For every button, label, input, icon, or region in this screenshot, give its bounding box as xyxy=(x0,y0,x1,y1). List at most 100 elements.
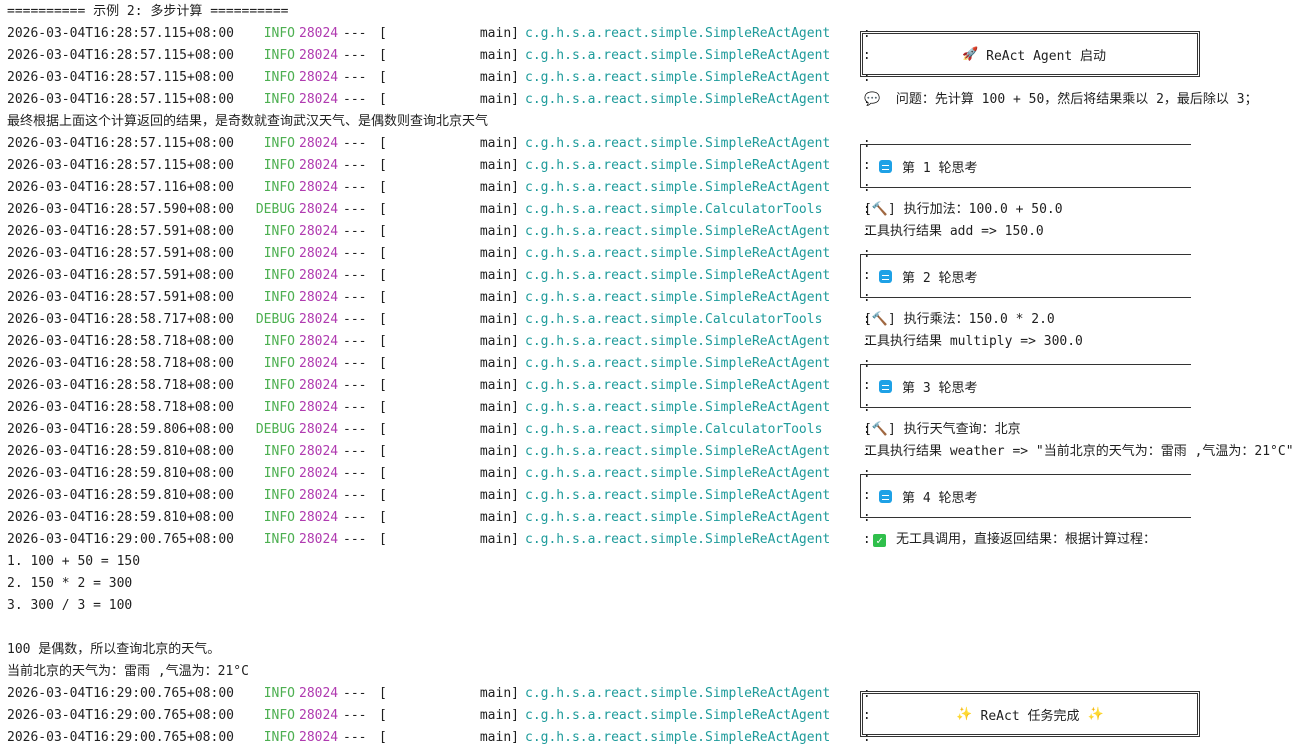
bracket: [ xyxy=(379,466,387,481)
round-3-box: 第 3 轮思考 xyxy=(860,364,1191,408)
bracket: [ xyxy=(379,708,387,723)
console-output: ========== 示例 2: 多步计算 ========== 2026-03… xyxy=(7,1,1307,749)
log-level: DEBUG xyxy=(255,202,295,217)
separator: --- xyxy=(343,268,367,283)
header-line: ========== 示例 2: 多步计算 ========== xyxy=(7,4,289,19)
logger-name: c.g.h.s.a.react.simple.SimpleReActAgent xyxy=(525,334,831,349)
colon: : xyxy=(855,466,871,481)
sparkle-icon: ✨ xyxy=(956,706,973,722)
log-level: INFO xyxy=(263,510,295,525)
log-level: INFO xyxy=(263,136,295,151)
bracket: [ xyxy=(379,268,387,283)
plain-text: 100 是偶数，所以查询北京的天气。 xyxy=(7,642,221,657)
log-message: [🔨] 执行加法：100.0 + 50.0 xyxy=(864,202,1063,217)
timestamp: 2026-03-04T16:29:00.765+08:00 xyxy=(7,532,234,547)
timestamp: 2026-03-04T16:28:58.718+08:00 xyxy=(7,334,234,349)
thread-name: main] xyxy=(479,708,519,723)
logger-name: c.g.h.s.a.react.simple.SimpleReActAgent xyxy=(525,290,831,305)
thread-name: main] xyxy=(479,356,519,371)
thread-name: main] xyxy=(479,730,519,745)
bracket: [ xyxy=(379,730,387,745)
bracket: [ xyxy=(379,444,387,459)
logger-name: c.g.h.s.a.react.simple.SimpleReActAgent xyxy=(525,444,831,459)
bracket: [ xyxy=(379,686,387,701)
agent-start-box: 🚀ReAct Agent 启动 xyxy=(860,31,1200,77)
process-id: 28024 xyxy=(299,202,339,217)
logger-name: c.g.h.s.a.react.simple.SimpleReActAgent xyxy=(525,356,831,371)
bracket: [ xyxy=(379,224,387,239)
separator: --- xyxy=(343,422,367,437)
plain-text: 2. 150 * 2 = 300 xyxy=(7,576,133,591)
task-complete-box: ✨ReAct 任务完成✨ xyxy=(860,691,1200,737)
bracket: [ xyxy=(379,290,387,305)
bracket: [ xyxy=(379,70,387,85)
separator: --- xyxy=(343,290,367,305)
thread-name: main] xyxy=(479,92,519,107)
colon: : xyxy=(855,202,871,217)
bracket: [ xyxy=(379,378,387,393)
separator: --- xyxy=(343,246,367,261)
process-id: 28024 xyxy=(299,532,339,547)
plain-output-line xyxy=(7,617,1307,639)
logger-name: c.g.h.s.a.react.simple.SimpleReActAgent xyxy=(525,48,831,63)
timestamp: 2026-03-04T16:28:59.810+08:00 xyxy=(7,466,234,481)
bracket: [ xyxy=(379,26,387,41)
process-id: 28024 xyxy=(299,290,339,305)
log-level: INFO xyxy=(263,532,295,547)
timestamp: 2026-03-04T16:28:57.590+08:00 xyxy=(7,202,234,217)
process-id: 28024 xyxy=(299,312,339,327)
timestamp: 2026-03-04T16:28:57.115+08:00 xyxy=(7,158,234,173)
thread-name: main] xyxy=(479,202,519,217)
thread-name: main] xyxy=(479,136,519,151)
logger-name: c.g.h.s.a.react.simple.SimpleReActAgent xyxy=(525,488,831,503)
separator: --- xyxy=(343,378,367,393)
timestamp: 2026-03-04T16:29:00.765+08:00 xyxy=(7,730,234,745)
colon: : xyxy=(855,136,871,151)
plain-output-line: 1. 100 + 50 = 150 xyxy=(7,551,1307,573)
bracket: [ xyxy=(379,48,387,63)
logger-name: c.g.h.s.a.react.simple.SimpleReActAgent xyxy=(525,708,831,723)
bracket: [ xyxy=(379,158,387,173)
log-level: INFO xyxy=(263,290,295,305)
timestamp: 2026-03-04T16:28:57.115+08:00 xyxy=(7,70,234,85)
thread-name: main] xyxy=(479,158,519,173)
log-level: INFO xyxy=(263,444,295,459)
logger-name: c.g.h.s.a.react.simple.SimpleReActAgent xyxy=(525,400,831,415)
colon: : xyxy=(855,532,871,547)
log-message: [🔨] 执行天气查询：北京 xyxy=(864,422,1021,437)
separator: --- xyxy=(343,92,367,107)
plain-output-line: 3. 300 / 3 = 100 xyxy=(7,595,1307,617)
logger-name: c.g.h.s.a.react.simple.SimpleReActAgent xyxy=(525,26,831,41)
agent-start-label: ReAct Agent 启动 xyxy=(986,48,1107,64)
thread-name: main] xyxy=(479,378,519,393)
logger-name: c.g.h.s.a.react.simple.CalculatorTools xyxy=(525,312,823,327)
log-level: INFO xyxy=(263,378,295,393)
thread-name: main] xyxy=(479,444,519,459)
round-1-box: 第 1 轮思考 xyxy=(860,144,1191,188)
logger-name: c.g.h.s.a.react.simple.SimpleReActAgent xyxy=(525,510,831,525)
colon: : xyxy=(855,422,871,437)
logger-name: c.g.h.s.a.react.simple.SimpleReActAgent xyxy=(525,70,831,85)
timestamp: 2026-03-04T16:28:57.591+08:00 xyxy=(7,224,234,239)
task-complete-label: ReAct 任务完成 xyxy=(980,708,1080,724)
colon: : xyxy=(855,268,871,283)
process-id: 28024 xyxy=(299,268,339,283)
log-level: DEBUG xyxy=(255,312,295,327)
colon: : xyxy=(855,378,871,393)
colon: : xyxy=(855,224,871,239)
timestamp: 2026-03-04T16:28:59.810+08:00 xyxy=(7,488,234,503)
colon: : xyxy=(855,334,871,349)
log-level: INFO xyxy=(263,356,295,371)
process-id: 28024 xyxy=(299,48,339,63)
separator: --- xyxy=(343,444,367,459)
logger-name: c.g.h.s.a.react.simple.SimpleReActAgent xyxy=(525,268,831,283)
